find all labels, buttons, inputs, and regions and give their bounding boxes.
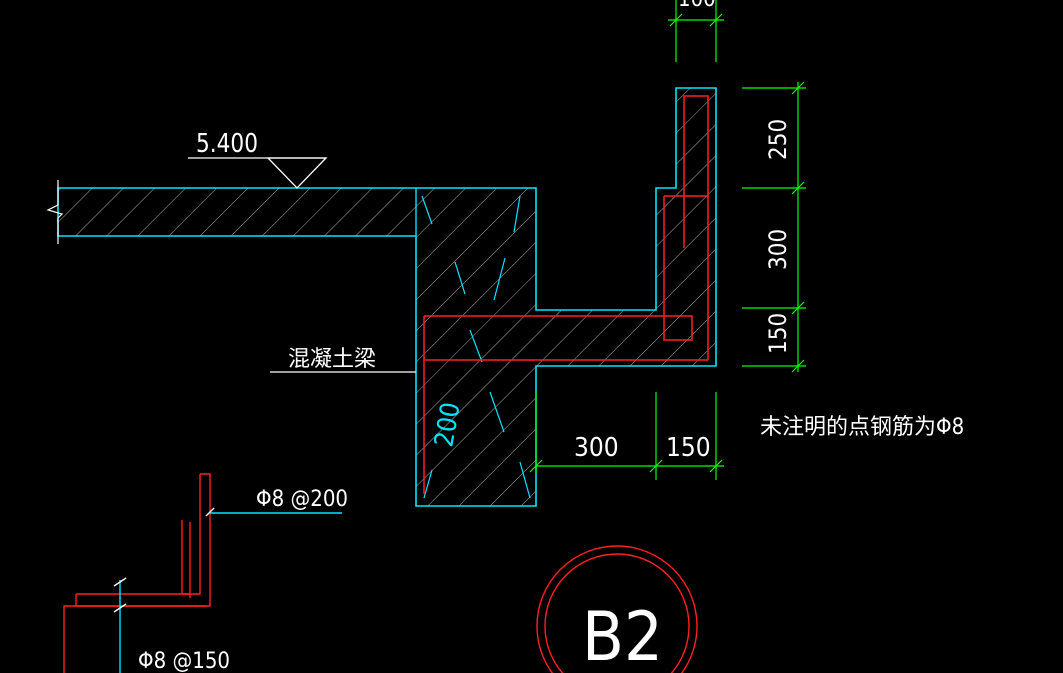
beam-label: 混凝土梁 (288, 347, 376, 372)
section-tag-label: B2 (582, 598, 663, 673)
elevation-marker: 5.400 (188, 129, 328, 189)
ledge-hatch (536, 310, 716, 366)
elevation-label: 5.400 (196, 129, 258, 159)
top-dimension (668, 0, 724, 62)
dim-top-100: 100 (678, 0, 716, 12)
dim-horizontal-150: 150 (666, 433, 711, 463)
dim-vertical-250: 250 (764, 119, 792, 160)
section-tag: B2 (536, 545, 698, 673)
upstand-lower-hatch (656, 188, 716, 310)
ledge-rebar-cage (424, 315, 693, 341)
slab-hatch (58, 188, 416, 236)
dim-horizontal-300: 300 (574, 433, 619, 463)
rebar-detail (63, 473, 342, 673)
break-line-symbol (46, 180, 64, 244)
rebar-lines (423, 95, 709, 494)
beam-label-leader: 混凝土梁 (270, 347, 416, 373)
concrete-section (46, 87, 717, 507)
upstand-rebar (683, 95, 709, 360)
vertical-dimension-labels: 250 300 150 (764, 119, 792, 354)
dim-vertical-300: 300 (764, 229, 792, 270)
beam-stirrup-marks (421, 195, 531, 499)
upstand-upper-hatch (676, 88, 716, 188)
dim-vertical-150: 150 (764, 313, 792, 354)
rebar-label-top: Φ8 @200 (256, 487, 348, 512)
concrete-outline (57, 87, 717, 507)
rebar-label-bottom: Φ8 @150 (138, 649, 230, 673)
vertical-dimension-chain (742, 81, 806, 373)
rebar-note: 未注明的点钢筋为Φ8 (760, 415, 964, 440)
horizontal-dimension-chain (529, 392, 724, 480)
